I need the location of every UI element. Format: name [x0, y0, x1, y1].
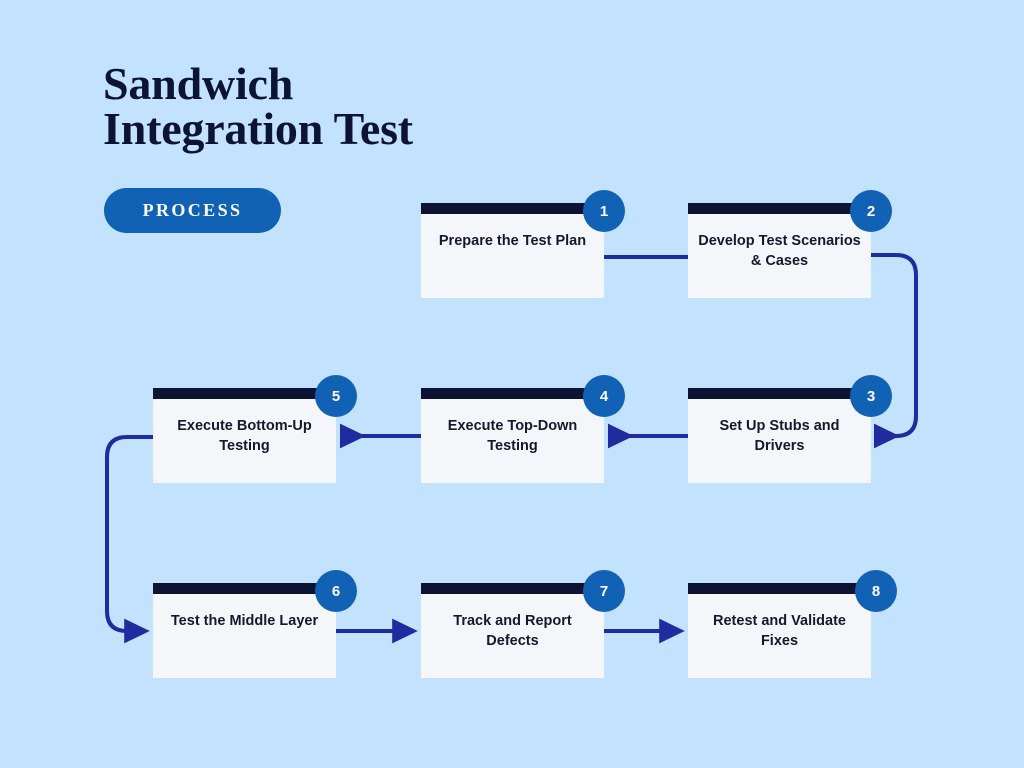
step-label: Execute Top-Down Testing	[447, 418, 578, 454]
card-top-bar	[688, 583, 871, 594]
step-card-4[interactable]: Execute Top-Down Testing	[421, 388, 604, 483]
step-badge-6: 6	[315, 570, 357, 612]
page-title: Sandwich Integration Test	[103, 58, 413, 154]
step-badge-8: 8	[855, 570, 897, 612]
step-card-7[interactable]: Track and Report Defects	[421, 583, 604, 678]
card-top-bar	[153, 388, 336, 399]
card-top-bar	[421, 388, 604, 399]
card-top-bar	[153, 583, 336, 594]
step-card-2[interactable]: Develop Test Scenarios & Cases	[688, 203, 871, 298]
step-label: Track and Report Defects	[453, 613, 572, 649]
step-badge-3: 3	[850, 375, 892, 417]
step-number: 1	[599, 202, 609, 220]
step-label: Develop Test Scenarios & Cases	[698, 233, 861, 269]
connector-5-to-6	[105, 435, 153, 644]
step-card-6[interactable]: Test the Middle Layer	[153, 583, 336, 678]
card-top-bar	[421, 583, 604, 594]
step-number: 7	[599, 582, 609, 600]
step-card-3[interactable]: Set Up Stubs and Drivers	[688, 388, 871, 483]
step-number: 4	[599, 387, 609, 405]
step-number: 3	[866, 387, 876, 405]
step-badge-7: 7	[583, 570, 625, 612]
step-badge-1: 1	[583, 190, 625, 232]
step-label: Retest and Validate Fixes	[713, 613, 846, 649]
step-label: Set Up Stubs and Drivers	[719, 418, 840, 454]
card-top-bar	[421, 203, 604, 214]
step-label: Execute Bottom-Up Testing	[177, 418, 312, 454]
step-card-8[interactable]: Retest and Validate Fixes	[688, 583, 871, 678]
process-badge-label: PROCESS	[142, 200, 243, 220]
step-number: 8	[871, 582, 881, 600]
process-badge: PROCESS	[104, 188, 281, 233]
step-card-1[interactable]: Prepare the Test Plan	[421, 203, 604, 298]
step-label: Prepare the Test Plan	[438, 233, 587, 249]
step-number: 6	[331, 582, 341, 600]
step-badge-4: 4	[583, 375, 625, 417]
card-top-bar	[688, 388, 871, 399]
step-badge-5: 5	[315, 375, 357, 417]
step-number: 5	[331, 387, 341, 405]
card-top-bar	[688, 203, 871, 214]
step-label: Test the Middle Layer	[170, 613, 319, 629]
step-card-5[interactable]: Execute Bottom-Up Testing	[153, 388, 336, 483]
step-number: 2	[866, 202, 876, 220]
step-badge-2: 2	[850, 190, 892, 232]
